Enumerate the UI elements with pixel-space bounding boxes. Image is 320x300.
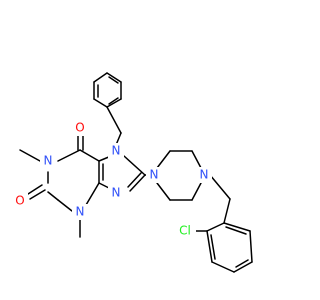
atom-o2: O [15,194,24,208]
atom-piperazine-n4: N [200,168,209,182]
atom-chlorine: Cl [179,224,191,238]
atom-piperazine-n1: N [150,168,159,182]
pipn-ch2-bond [209,174,231,200]
ch2-aryl-bond [223,198,231,224]
c2-o2-bond-b [29,189,46,200]
c2-o2-bond-a [27,184,43,195]
atom-o6: O [75,121,84,135]
atom-n3: N [76,205,85,219]
chlorophenyl-ring [206,222,253,273]
piperazine-ring [156,150,202,201]
atom-n1: N [44,154,53,168]
structure-svg: N N N N O O N N Cl [12,72,253,273]
benzyl-ch2-bond [106,106,122,134]
atom-n7: N [112,144,121,158]
atom-n9: N [112,186,121,200]
benzyl-ring [93,72,122,108]
molecule-diagram: N N N N O O N N Cl [12,72,253,273]
pyrimidine-ring [47,149,100,212]
atom-labels: N N N N O O N N Cl [12,120,212,239]
n1-methyl-bond [19,149,41,162]
